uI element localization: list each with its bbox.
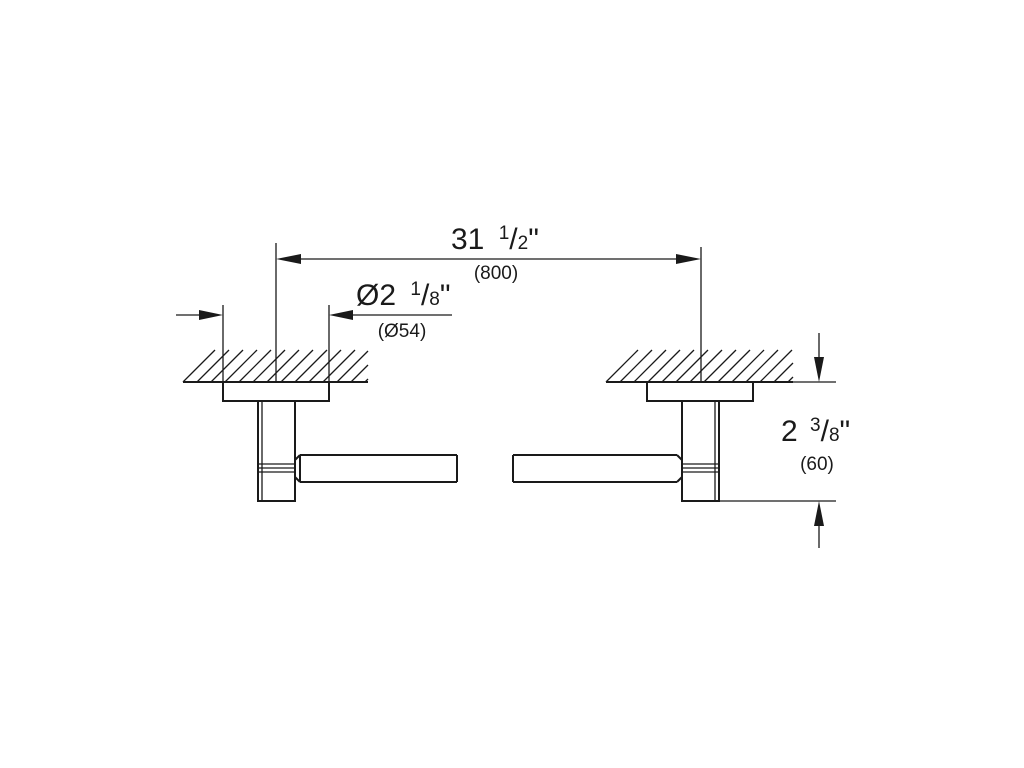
right-wall-hatch — [605, 349, 794, 383]
hatch-stroke — [759, 349, 793, 383]
hatch-stroke — [224, 349, 258, 383]
hatch-stroke — [252, 349, 286, 383]
right-bar-segment — [512, 454, 677, 483]
hatch-stroke — [322, 349, 356, 383]
length-arrow-left — [276, 254, 301, 264]
projection-arrow-top — [814, 357, 824, 382]
left-post — [257, 400, 296, 502]
right-rosette — [646, 381, 754, 402]
hatch-stroke — [210, 349, 244, 383]
hatch-stroke — [689, 349, 723, 383]
length-dimension: 31 1/2" (800) — [275, 223, 702, 382]
hatch-stroke — [336, 350, 369, 383]
hatch-stroke — [294, 349, 328, 383]
diameter-arrow-left — [199, 310, 223, 320]
right-bar-joint-bottom — [676, 476, 683, 483]
hatch-stroke — [787, 376, 794, 383]
hatch-stroke — [238, 349, 272, 383]
right-post — [681, 400, 720, 502]
hatch-stroke — [703, 349, 737, 383]
hatch-stroke — [773, 362, 794, 383]
hatch-stroke — [350, 364, 369, 383]
hatch-stroke — [619, 349, 653, 383]
hatch-stroke — [633, 349, 667, 383]
left-rosette — [222, 381, 330, 402]
hatch-stroke — [745, 349, 779, 383]
hatch-stroke — [266, 349, 300, 383]
hatch-stroke — [661, 349, 695, 383]
hatch-stroke — [308, 349, 342, 383]
hatch-stroke — [675, 349, 709, 383]
diameter-arrow-right — [329, 310, 353, 320]
projection-label: 2 3/8" — [781, 415, 850, 448]
projection-arrow-bottom — [814, 501, 824, 526]
diameter-metric-label: (Ø54) — [378, 321, 427, 342]
right-bar-joint-top — [676, 454, 683, 461]
diameter-dimension: Ø2 1/8" (Ø54) — [176, 279, 452, 382]
hatch-stroke — [731, 349, 765, 383]
diameter-label: Ø2 1/8" — [356, 279, 451, 312]
left-bar-segment — [300, 454, 458, 483]
hatch-stroke — [196, 349, 230, 383]
length-metric-label: (800) — [474, 263, 518, 284]
hatch-stroke — [280, 349, 314, 383]
length-label: 31 1/2" — [451, 223, 539, 256]
projection-dimension: 2 3/8" (60) — [719, 333, 850, 548]
hatch-stroke — [717, 349, 751, 383]
right-mount — [646, 381, 754, 502]
left-hatch-lines — [182, 349, 369, 383]
projection-metric-label: (60) — [800, 454, 834, 475]
left-mount — [222, 381, 330, 502]
hatch-stroke — [364, 378, 369, 383]
hatch-stroke — [182, 349, 216, 383]
left-wall-hatch — [182, 349, 369, 383]
length-arrow-right — [676, 254, 701, 264]
hatch-stroke — [605, 349, 639, 383]
right-hatch-lines — [605, 349, 794, 383]
hatch-stroke — [647, 349, 681, 383]
